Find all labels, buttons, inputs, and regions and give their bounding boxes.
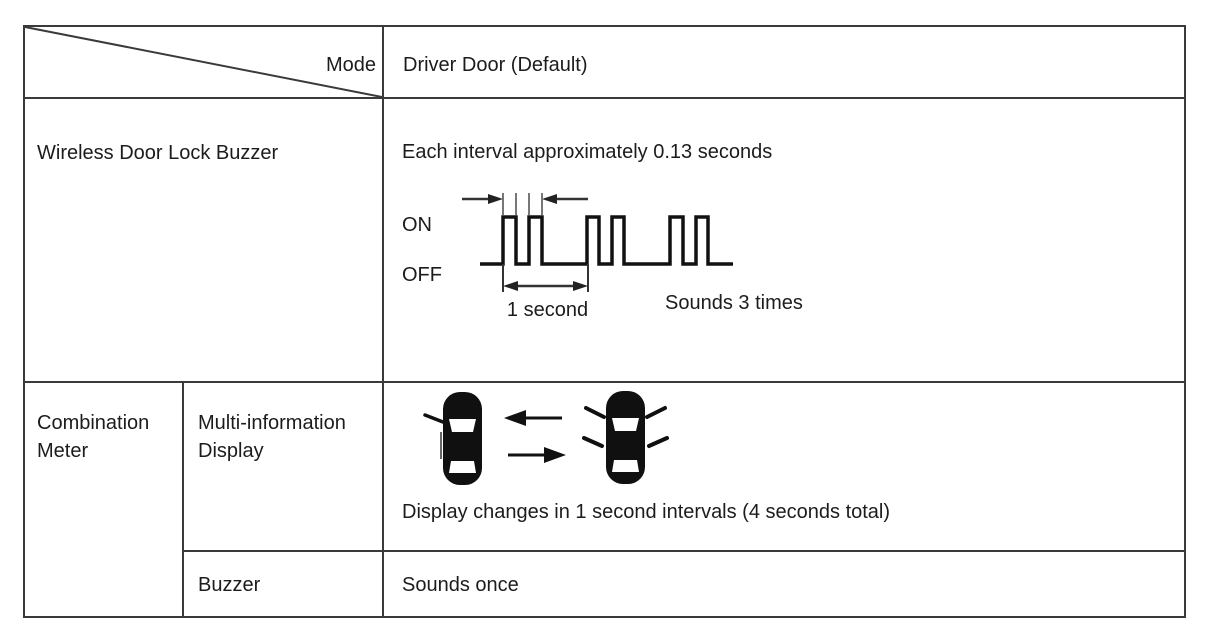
table-outer-border [23, 25, 1186, 618]
combination-meter-label: Combination Meter [37, 412, 150, 462]
multi-information-display-label: Multi-information Display [198, 412, 346, 462]
waveform-off-label: OFF [402, 264, 442, 286]
sounds-3-times-label: Sounds 3 times [665, 292, 803, 314]
buzzer-label: Buzzer [198, 574, 261, 596]
interval-note: Each interval approximately 0.13 seconds [402, 141, 773, 163]
sounds-once-value: Sounds once [402, 574, 519, 596]
display-changes-note: Display changes in 1 second intervals (4… [402, 501, 891, 523]
buzzer-waveform-icon [462, 193, 733, 292]
car-driver-door-icon [423, 392, 482, 485]
one-second-label: 1 second [506, 299, 589, 321]
row-divider-wireless [23, 381, 1186, 383]
column-divider-main [382, 25, 384, 618]
waveform-on-label: ON [402, 214, 432, 236]
car-all-doors-icon [582, 391, 669, 484]
alternating-arrows-icon [504, 410, 566, 463]
column-divider-sub [182, 381, 184, 618]
mode-value: Driver Door (Default) [403, 54, 588, 76]
row-divider-header [23, 97, 1186, 99]
row-divider-buzzer [183, 550, 1186, 552]
mode-header-label: Mode [325, 54, 376, 76]
wireless-door-lock-buzzer-label: Wireless Door Lock Buzzer [37, 142, 279, 164]
